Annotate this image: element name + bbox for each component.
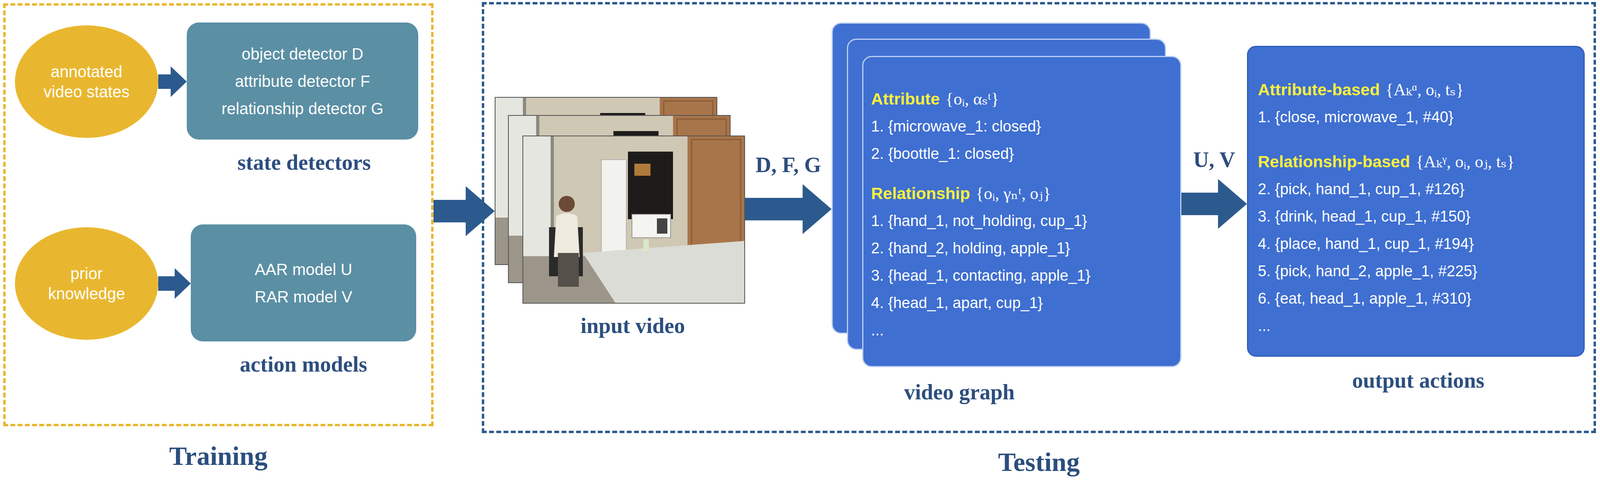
list-item: 3. {head_1, contacting, apple_1} <box>871 262 1091 290</box>
text-row: 2. {hand_2, holding, apple_1} <box>871 234 1091 263</box>
node-label: prior knowledge <box>34 263 139 304</box>
text-row: 4. {place, hand_1, cup_1, #194} <box>1257 230 1515 258</box>
ellipse-shape <box>14 227 159 341</box>
node-label: AAR model U <box>254 256 353 284</box>
video-node: input video <box>494 97 746 304</box>
text-row: 3. {drink, head_1, cup_1, #150} <box>1257 202 1515 231</box>
text-row: 2. {boottle_1: closed} <box>871 140 1091 168</box>
text-row: RAR model V <box>254 283 353 311</box>
section-heading: Relationship-based <box>1257 148 1411 176</box>
text-row: 6. {eat, head_1, apple_1, #310} <box>1257 284 1515 313</box>
block-arrow <box>158 66 187 98</box>
list-item: 2. {pick, hand_1, cup_1, #126} <box>1257 175 1465 203</box>
list-item: 1. {hand_1, not_holding, cup_1} <box>871 207 1088 235</box>
graph-card <box>862 56 1181 368</box>
node-content: Attribute{oᵢ, αₛᵗ}1. {microwave_1: close… <box>871 85 1091 345</box>
edge-label: D, F, G <box>755 153 822 178</box>
node-heading: video graph <box>904 380 1015 405</box>
node-label: annotated video states <box>34 61 139 102</box>
text-row: Attribute{oᵢ, αₛᵗ} <box>871 85 1091 113</box>
input-ellipse: annotated video states <box>14 25 159 139</box>
input-ellipse: prior knowledge <box>14 227 159 341</box>
node-label: relationship detector G <box>221 94 384 123</box>
node-heading: state detectors <box>237 150 371 175</box>
text-row: relationship detector G <box>221 94 384 123</box>
section-heading: Relationship <box>871 179 971 208</box>
node-label: RAR model V <box>254 283 353 311</box>
text-row: Relationship{oᵢ, γₙᵗ, oⱼ} <box>871 179 1091 208</box>
node-content: prior knowledge <box>14 227 159 341</box>
list-item: 4. {head_1, apart, cup_1} <box>871 289 1043 317</box>
list-item: 2. {hand_2, holding, apple_1} <box>871 234 1070 263</box>
node-label: attribute detector F <box>235 67 371 95</box>
block-arrow <box>1181 179 1247 230</box>
list-item: 2. {boottle_1: closed} <box>871 140 1014 168</box>
video-frame <box>522 135 746 304</box>
text-row: 1. {close, microwave_1, #40} <box>1257 103 1515 131</box>
ellipse-outline <box>14 25 159 139</box>
math-notation: {oᵢ, αₛᵗ} <box>945 85 1000 113</box>
text-row: 1. {microwave_1: closed} <box>871 112 1091 141</box>
block-arrow <box>158 268 191 300</box>
ellipse-outline <box>14 227 159 341</box>
node-heading: input video <box>580 314 686 339</box>
list-item: 4. {place, hand_1, cup_1, #194} <box>1257 230 1475 258</box>
list-item: 1. {microwave_1: closed} <box>871 112 1041 141</box>
ellipse-shape <box>14 25 159 139</box>
stage-title: Testing <box>998 448 1080 478</box>
text-row: Relationship-based{Aₖᵞ, oᵢ, oⱼ, tₛ} <box>1257 148 1515 176</box>
list-item: ... <box>871 316 884 345</box>
text-row: attribute detector F <box>235 67 371 95</box>
stage-group: Trainingannotated video statesobject det… <box>3 3 434 427</box>
text-row: 3. {head_1, contacting, apple_1} <box>871 262 1091 290</box>
text-row: 1. {hand_1, not_holding, cup_1} <box>871 207 1091 235</box>
math-notation: {Aₖᵞ, oᵢ, oⱼ, tₛ} <box>1415 148 1515 176</box>
block-arrow <box>433 186 495 237</box>
text-row: annotated video states <box>34 61 139 102</box>
node-content: annotated video states <box>14 25 159 139</box>
text-row: ... <box>1257 312 1515 340</box>
text-row: prior knowledge <box>34 263 139 304</box>
node-label: object detector D <box>241 40 364 68</box>
block-arrow <box>745 184 832 235</box>
list-item: ... <box>1257 312 1271 340</box>
process-box: Attribute-based{Aₖᵅ, oᵢ, tₛ}1. {close, m… <box>1246 45 1585 358</box>
node-content: AAR model URAR model V <box>190 224 417 342</box>
node-content: Attribute-based{Aₖᵅ, oᵢ, tₛ}1. {close, m… <box>1257 76 1515 340</box>
section-heading: Attribute <box>871 85 940 113</box>
list-item: 6. {eat, head_1, apple_1, #310} <box>1257 284 1472 313</box>
graph-card-stack: Attribute{oᵢ, αₛᵗ}1. {microwave_1: close… <box>831 22 1182 368</box>
frame-border <box>522 136 745 304</box>
math-notation: {oᵢ, γₙᵗ, oⱼ} <box>975 179 1051 208</box>
text-row: 5. {pick, hand_2, apple_1, #225} <box>1257 257 1515 285</box>
stage-group: Testinginput videoAttribute{oᵢ, αₛᵗ}1. {… <box>481 2 1596 434</box>
process-box: AAR model URAR model Vaction models <box>190 224 417 342</box>
text-row: object detector D <box>241 40 364 68</box>
stage-title: Training <box>169 441 268 472</box>
frame-scene <box>522 135 746 304</box>
list-item: 1. {close, microwave_1, #40} <box>1257 103 1454 131</box>
text-row: Attribute-based{Aₖᵅ, oᵢ, tₛ} <box>1257 76 1515 104</box>
list-item: 5. {pick, hand_2, apple_1, #225} <box>1257 257 1478 285</box>
text-row: 2. {pick, hand_1, cup_1, #126} <box>1257 175 1515 203</box>
math-notation: {Aₖᵅ, oᵢ, tₛ} <box>1385 76 1464 104</box>
text-row: ... <box>871 316 1091 345</box>
node-heading: output actions <box>1352 369 1485 393</box>
list-item: 3. {drink, head_1, cup_1, #150} <box>1257 202 1471 231</box>
text-row: AAR model U <box>254 256 353 284</box>
process-box: object detector Dattribute detector Frel… <box>186 22 419 140</box>
edge-label: U, V <box>1193 148 1235 172</box>
node-content: object detector Dattribute detector Frel… <box>186 22 419 140</box>
text-row: 4. {head_1, apart, cup_1} <box>871 289 1091 317</box>
section-heading: Attribute-based <box>1257 76 1380 104</box>
node-heading: action models <box>239 353 368 377</box>
